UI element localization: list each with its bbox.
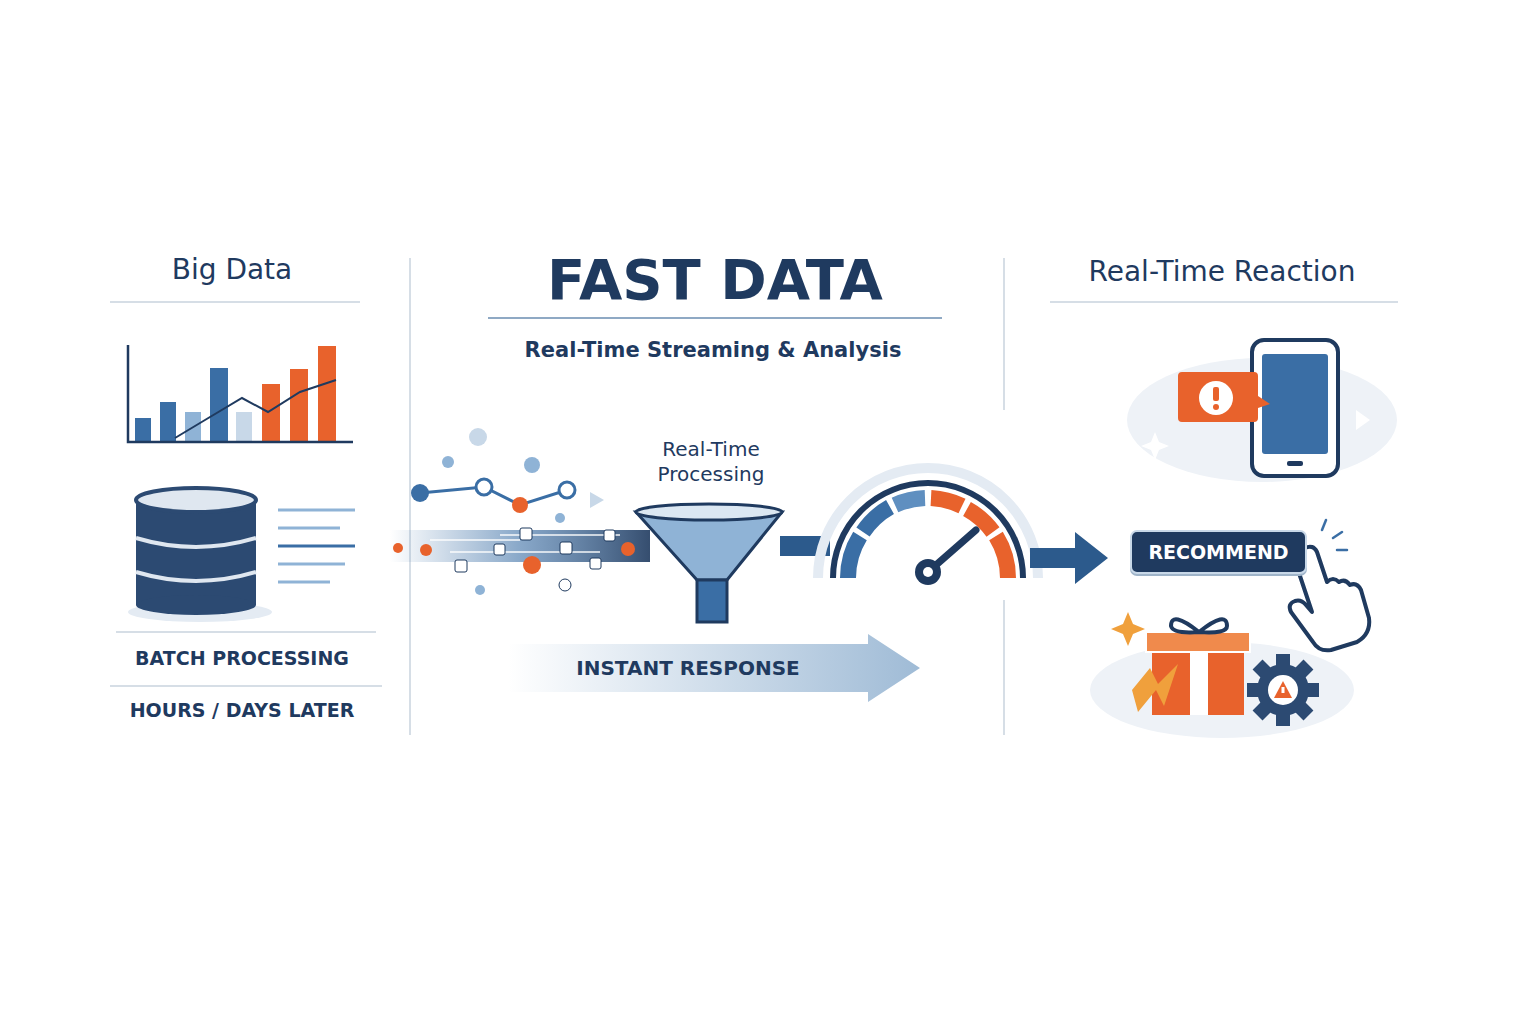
response-arrow: INSTANT RESPONSE xyxy=(508,644,920,692)
bar-chart xyxy=(128,345,353,442)
caption-text: BATCH PROCESSING xyxy=(135,647,349,671)
process-label: Real-Time Processing xyxy=(626,437,796,487)
subtitle: Real-Time Streaming & Analysis xyxy=(525,337,902,363)
database-icon xyxy=(128,488,355,622)
phone-alert-icon xyxy=(1127,340,1397,482)
funnel-icon xyxy=(636,504,830,622)
arrow-fill xyxy=(508,634,920,702)
gift-gear-icon xyxy=(1090,612,1354,738)
node-text: RECOMMEND xyxy=(1148,541,1288,563)
separators xyxy=(110,258,1398,735)
node-text: INSTANT RESPONSE xyxy=(576,656,799,680)
caption-text: HOURS / DAYS LATER xyxy=(130,699,355,723)
flow-arrow xyxy=(1030,532,1108,584)
column-heading: Real-Time Reaction xyxy=(1089,254,1356,289)
column-heading: Big Data xyxy=(172,252,293,287)
data-stream xyxy=(390,428,650,595)
speed-gauge xyxy=(818,468,1038,585)
main-title: FAST DATA xyxy=(547,245,883,315)
action-button: RECOMMEND xyxy=(1130,530,1307,574)
